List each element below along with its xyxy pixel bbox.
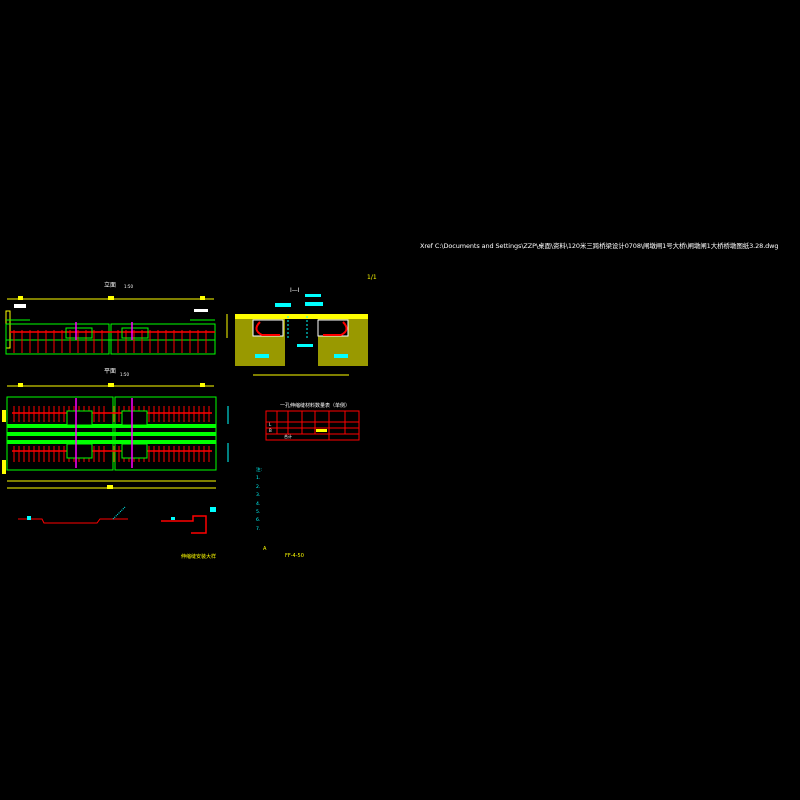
- table-title: 一孔伸缩缝材料数量表（单侧）: [280, 403, 351, 409]
- xref-path-label: Xref C:\Documents and Settings\ZZP\桌面\资料…: [420, 242, 779, 250]
- table-row-l: L: [269, 422, 272, 427]
- notes-heading: 注:: [256, 468, 263, 473]
- sheet-number: 1/1: [367, 274, 377, 281]
- plan-scale: 1:50: [120, 372, 129, 377]
- plan-view: [2, 383, 229, 489]
- installation-detail: [18, 506, 216, 534]
- notes: 注: 1. 2. 3. 4. 5. 6. 7.: [256, 467, 262, 534]
- note-item: 4.: [256, 501, 261, 507]
- drawing-number: FF-4-50: [285, 553, 304, 559]
- table-row-b: B: [269, 428, 272, 433]
- elevation-scale: 1:50: [124, 284, 133, 289]
- section-title: I—I: [290, 287, 300, 294]
- note-item: 5.: [256, 510, 261, 516]
- elevation-view: [5, 296, 216, 355]
- elevation-title: 立面: [104, 282, 117, 289]
- materials-table: [265, 410, 360, 441]
- footer-left-mark: A: [263, 546, 267, 552]
- section-view: [226, 294, 368, 376]
- note-item: 7.: [256, 526, 261, 532]
- note-item: 3.: [256, 493, 261, 499]
- note-item: 2.: [256, 484, 261, 490]
- note-item: 1.: [256, 476, 261, 482]
- table-total-label: 合计: [284, 434, 292, 439]
- plan-title: 平面: [104, 368, 117, 375]
- note-item: 6.: [256, 518, 261, 524]
- detail-title: 伸缩缝安装大样: [181, 554, 217, 560]
